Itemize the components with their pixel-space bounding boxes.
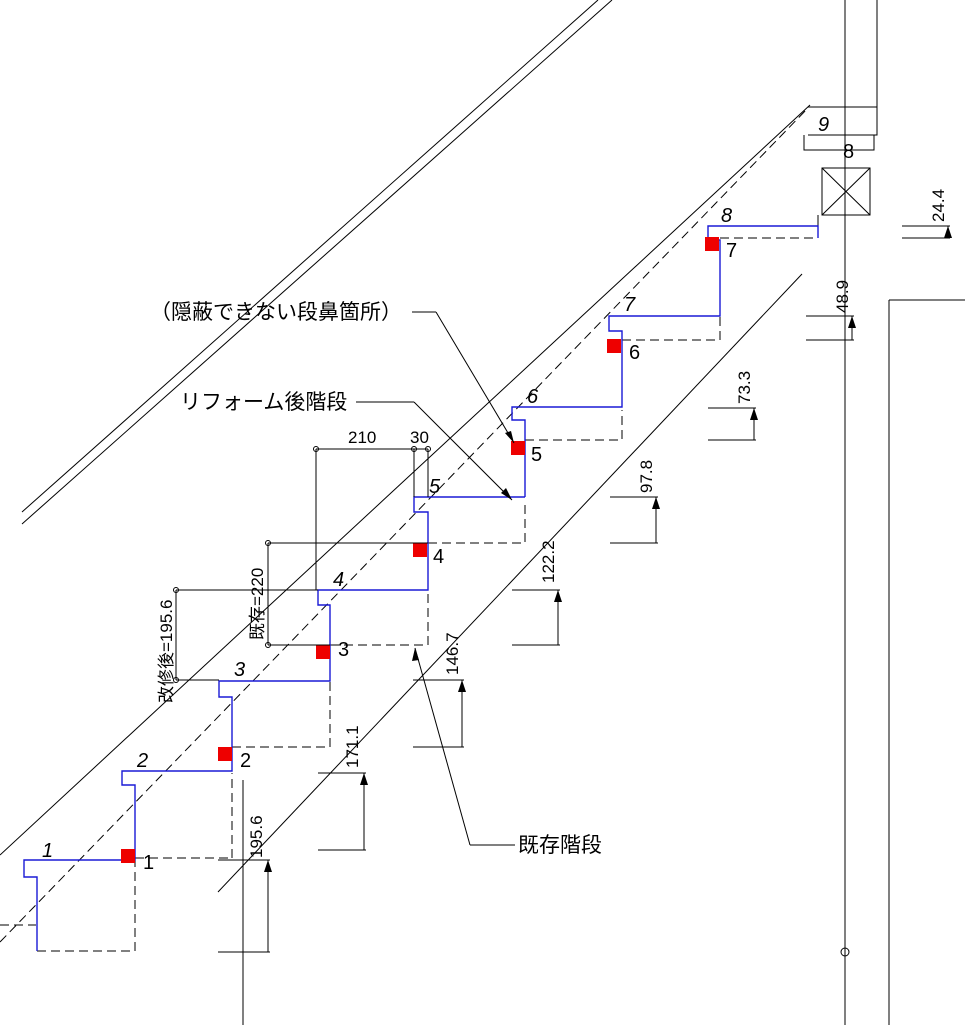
new-step-number: 4 — [333, 569, 344, 591]
existing-step-number: 8 — [843, 141, 854, 163]
new-step-number: 6 — [527, 386, 539, 408]
height-dimensions: 195.6 171.1 146.7 122.2 97.8 73.3 — [218, 189, 952, 953]
nosing-marker-2 — [218, 747, 232, 761]
existing-step-number: 7 — [726, 240, 737, 262]
height-label-122-2: 122.2 — [539, 540, 558, 583]
height-label-24-4: 24.4 — [929, 189, 948, 222]
dimension-210: 210 — [348, 428, 376, 447]
label-existing-stairs: 既存階段 — [518, 834, 602, 857]
annotations: （隠蔽できない段鼻箇所） リフォーム後階段 既存階段 — [150, 301, 602, 857]
wall-lines — [242, 0, 965, 1025]
new-step-number: 3 — [234, 659, 245, 681]
new-step-number: 5 — [429, 476, 441, 498]
height-label-171-1: 171.1 — [343, 725, 362, 768]
nosing-marker-7 — [705, 237, 719, 251]
label-hidden-nosing: （隠蔽できない段鼻箇所） — [150, 301, 402, 324]
tread-dimensions: 210 30 既存=220 改修後=195.6 — [157, 428, 431, 703]
existing-step-numbers: 1 2 3 4 5 6 7 8 — [143, 141, 854, 874]
existing-step-number: 4 — [433, 546, 444, 568]
existing-step-number: 6 — [629, 342, 640, 364]
new-step-number: 9 — [818, 114, 829, 136]
reformed-stairs — [23, 225, 819, 951]
existing-step-number: 5 — [531, 444, 542, 466]
height-label-48-9: 48.9 — [833, 280, 852, 313]
diagonal-guide-lines — [0, 0, 811, 943]
height-label-195-6: 195.6 — [247, 815, 266, 858]
new-step-numbers: 1 2 3 4 5 6 7 8 9 — [42, 114, 829, 862]
nosing-marker-1 — [121, 849, 135, 863]
existing-step-number: 1 — [143, 852, 154, 874]
nosing-marker-3 — [316, 645, 330, 659]
height-label-97-8: 97.8 — [637, 460, 656, 493]
new-step-number: 8 — [721, 205, 732, 227]
top-landing — [803, 106, 878, 238]
new-step-number: 2 — [136, 750, 148, 772]
nosing-markers — [121, 237, 719, 863]
nosing-marker-5 — [511, 441, 525, 455]
nosing-marker-6 — [607, 339, 621, 353]
new-step-number: 1 — [42, 840, 53, 862]
dimension-existing-220: 既存=220 — [248, 568, 267, 640]
label-reformed-stairs: リフォーム後階段 — [180, 391, 347, 414]
dimension-after-195-6: 改修後=195.6 — [157, 600, 176, 703]
existing-stairs — [0, 237, 818, 952]
nosing-marker-4 — [413, 543, 427, 557]
height-label-146-7: 146.7 — [443, 632, 462, 675]
existing-step-number: 3 — [338, 639, 349, 661]
existing-step-number: 2 — [240, 750, 251, 772]
new-step-number: 7 — [624, 294, 636, 316]
height-label-73-3: 73.3 — [735, 371, 754, 404]
dimension-30: 30 — [410, 428, 429, 447]
